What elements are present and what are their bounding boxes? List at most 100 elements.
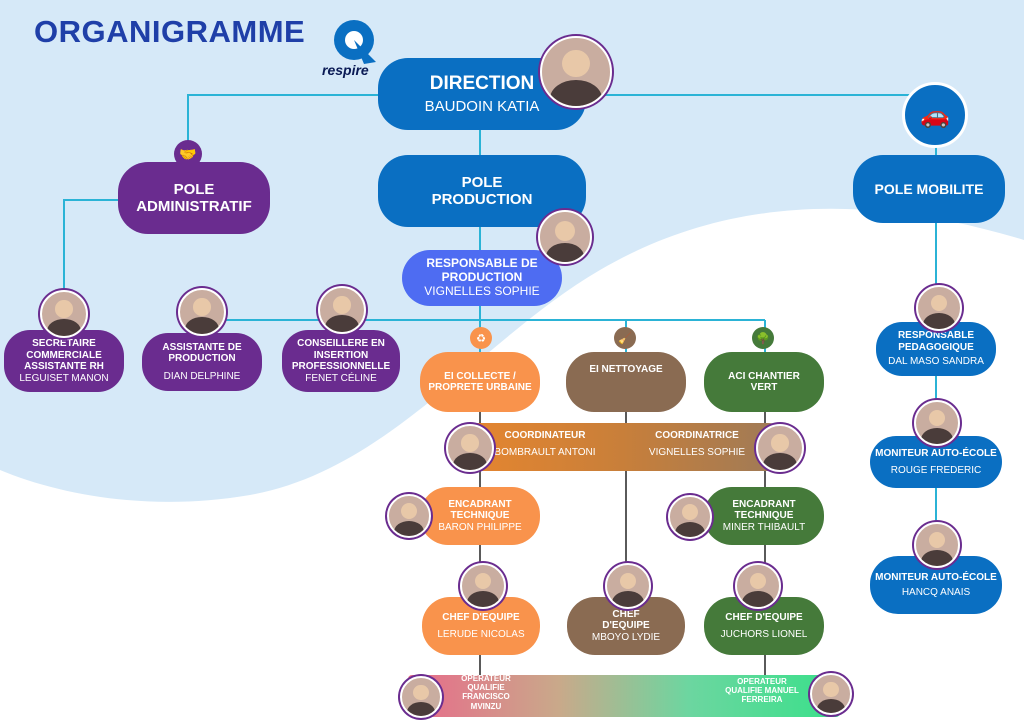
coordinator-right-avatar — [756, 424, 804, 472]
handshake-icon: 🤝 — [174, 140, 202, 168]
mob2-line1: MONITEUR AUTO-ÉCOLE — [875, 447, 997, 459]
op-left-line4: MVINZU — [470, 701, 502, 711]
respire-logo-icon — [334, 20, 376, 64]
mobilite-staff-3-avatar — [914, 522, 960, 568]
chef-mid-name: MBOYO LYDIE — [591, 631, 661, 643]
unit-chantier: ACI CHANTIER VERT — [704, 352, 824, 412]
page-title: ORGANIGRAMME — [34, 14, 306, 49]
unit-nettoyage: EI NETTOYAGE — [566, 352, 686, 412]
chef-right-line1: CHEF D'EQUIPE — [725, 612, 803, 623]
operator-right-label: OPERATEUR QUALIFIE MANUEL FERREIRA — [712, 677, 812, 705]
admin2-line1: ASSISTANTE DE — [162, 341, 242, 353]
operator-left-label: OPERATEUR QUALIFIE FRANCISCO MVINZU — [450, 674, 522, 711]
mob1-name: DAL MASO SANDRA — [888, 356, 984, 368]
chef-mid-line2: D'EQUIPE — [602, 620, 650, 632]
mob3-line1: MONITEUR AUTO-ÉCOLE — [875, 571, 997, 583]
direction-title: DIRECTION — [429, 72, 535, 94]
mobilite-staff-1: RESPONSABLE PEDAGOGIQUE DAL MASO SANDRA — [876, 322, 996, 376]
unit-collecte: EI COLLECTE / PROPRETE URBAINE — [420, 352, 540, 412]
mobilite-staff-2-avatar — [914, 400, 960, 446]
encadrant-right-avatar — [668, 495, 712, 539]
mobilite-staff-1-avatar — [916, 285, 962, 331]
broom-icon: 🧹 — [614, 327, 636, 349]
admin-staff-3: CONSEILLERE EN INSERTION PROFESSIONNELLE… — [282, 330, 400, 392]
chef-right: CHEF D'EQUIPE JUCHORS LIONEL — [704, 597, 824, 655]
admin3-line3: PROFESSIONNELLE — [291, 361, 391, 372]
coordinator-left-title: COORDINATEUR — [504, 430, 586, 441]
admin3-line1: CONSEILLERE EN — [297, 338, 385, 349]
admin-staff-2: ASSISTANTE DE PRODUCTION DIAN DELPHINE — [142, 333, 262, 391]
pole-mobilite: POLE MOBILITE — [853, 155, 1005, 223]
direction-name: BAUDOIN KATIA — [424, 97, 540, 115]
enc-right-line1: ENCADRANT — [732, 498, 796, 510]
admin1-line1: SECRETAIRE — [32, 338, 96, 349]
pole-administratif: POLE ADMINISTRATIF — [118, 162, 270, 234]
direction-avatar — [540, 36, 612, 108]
admin3-name: FENET CÉLINE — [305, 372, 377, 384]
pole-admin-line1: POLE — [173, 180, 215, 198]
encadrant-right: ENCADRANT TECHNIQUE MINER THIBAULT — [704, 487, 824, 545]
resp-production-box: RESPONSABLE DE PRODUCTION VIGNELLES SOPH… — [402, 250, 562, 306]
admin-staff-1-avatar — [40, 290, 88, 338]
resp-prod-line2: PRODUCTION — [441, 270, 523, 285]
mobilite-staff-2: MONITEUR AUTO-ÉCOLE ROUGE FREDERIC — [870, 436, 1002, 488]
chef-middle-avatar — [605, 563, 651, 609]
coordinator-right-name: VIGNELLES SOPHIE — [648, 447, 746, 458]
enc-right-name: MINER THIBAULT — [722, 521, 806, 533]
resp-prod-line1: RESPONSABLE DE — [426, 256, 538, 271]
collecte-line1: EI COLLECTE / — [444, 370, 516, 382]
enc-left-name: BARON PHILIPPE — [438, 521, 522, 533]
nettoyage-line1: EI NETTOYAGE — [589, 364, 663, 375]
pole-prod-line2: PRODUCTION — [431, 191, 533, 208]
op-right-line3: FERREIRA — [741, 695, 783, 705]
car-graduation-icon: 🚗 — [902, 82, 968, 148]
logo-text: respire — [322, 62, 369, 78]
mob3-name: HANCQ ANAIS — [901, 587, 971, 598]
collecte-line2: PROPRETE URBAINE — [428, 382, 532, 393]
chef-left-line1: CHEF D'EQUIPE — [442, 612, 520, 623]
resp-production-avatar — [538, 210, 592, 264]
admin-staff-2-avatar — [178, 288, 226, 336]
admin-staff-1: SECRETAIRE COMMERCIALE ASSISTANTE RH LEG… — [4, 330, 124, 392]
enc-left-line2: TECHNIQUE — [450, 510, 510, 522]
tree-icon: 🌳 — [752, 327, 774, 349]
coordinator-left-avatar — [446, 424, 494, 472]
admin1-line2: COMMERCIALE — [26, 349, 102, 361]
pole-prod-line1: POLE — [461, 173, 503, 191]
chef-left-name: LERUDE NICOLAS — [437, 628, 525, 640]
encadrant-left: ENCADRANT TECHNIQUE BARON PHILIPPE — [420, 487, 540, 545]
admin2-name: DIAN DELPHINE — [163, 370, 241, 382]
admin2-line2: PRODUCTION — [168, 353, 236, 365]
coordinator-bar — [452, 423, 792, 471]
chantier-line1: ACI CHANTIER — [728, 370, 800, 382]
op-left-line2: QUALIFIE — [467, 683, 505, 693]
pole-admin-line2: ADMINISTRATIF — [136, 198, 252, 215]
chef-left-avatar — [460, 563, 506, 609]
chef-right-avatar — [735, 563, 781, 609]
op-left-line3: FRANCISCO — [462, 692, 510, 702]
mob1-line1: RESPONSABLE — [897, 330, 975, 342]
op-right-line1: OPERATEUR — [737, 677, 787, 686]
op-right-line2: QUALIFIE MANUEL — [725, 686, 799, 696]
enc-left-line1: ENCADRANT — [448, 498, 512, 510]
mob2-name: ROUGE FREDERIC — [890, 465, 982, 476]
admin-staff-3-avatar — [318, 286, 366, 334]
coordinator-right-title: COORDINATRICE — [655, 430, 739, 441]
pole-mobilite-label: POLE MOBILITE — [874, 180, 984, 197]
mob1-line2: PEDAGOGIQUE — [898, 341, 974, 353]
operators-bar — [408, 675, 840, 717]
chantier-line2: VERT — [750, 382, 778, 393]
operator-right-avatar — [810, 673, 852, 715]
coordinator-left-name: BOMBRAULT ANTONI — [494, 447, 596, 458]
encadrant-left-avatar — [387, 494, 431, 538]
resp-prod-name: VIGNELLES SOPHIE — [424, 283, 540, 298]
chef-right-name: JUCHORS LIONEL — [720, 628, 808, 640]
chef-mid-line1: CHEF — [612, 608, 640, 620]
recycle-bin-icon: ♻ — [470, 327, 492, 349]
enc-right-line2: TECHNIQUE — [734, 510, 794, 522]
op-left-line1: OPERATEUR — [461, 674, 511, 683]
operator-left-avatar — [400, 676, 442, 718]
admin1-line3: ASSISTANTE RH — [24, 361, 104, 372]
admin3-line2: INSERTION — [313, 349, 369, 361]
admin1-name: LEGUISET MANON — [19, 372, 109, 384]
